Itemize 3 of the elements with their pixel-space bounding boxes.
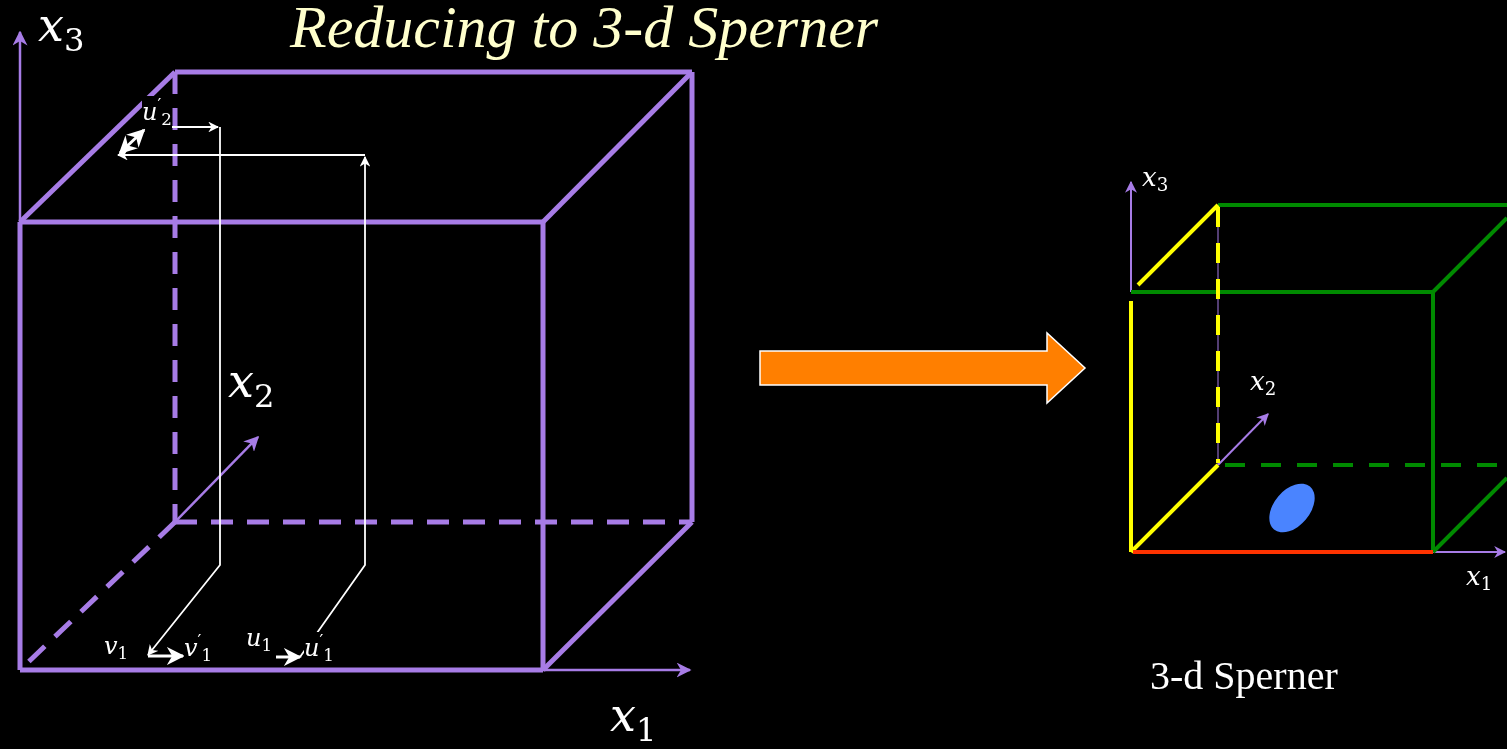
block-arrow — [759, 331, 1087, 405]
slide-title: Reducing to 3-d Sperner — [290, 0, 879, 60]
figure-caption: 3-d Sperner — [1150, 652, 1338, 699]
